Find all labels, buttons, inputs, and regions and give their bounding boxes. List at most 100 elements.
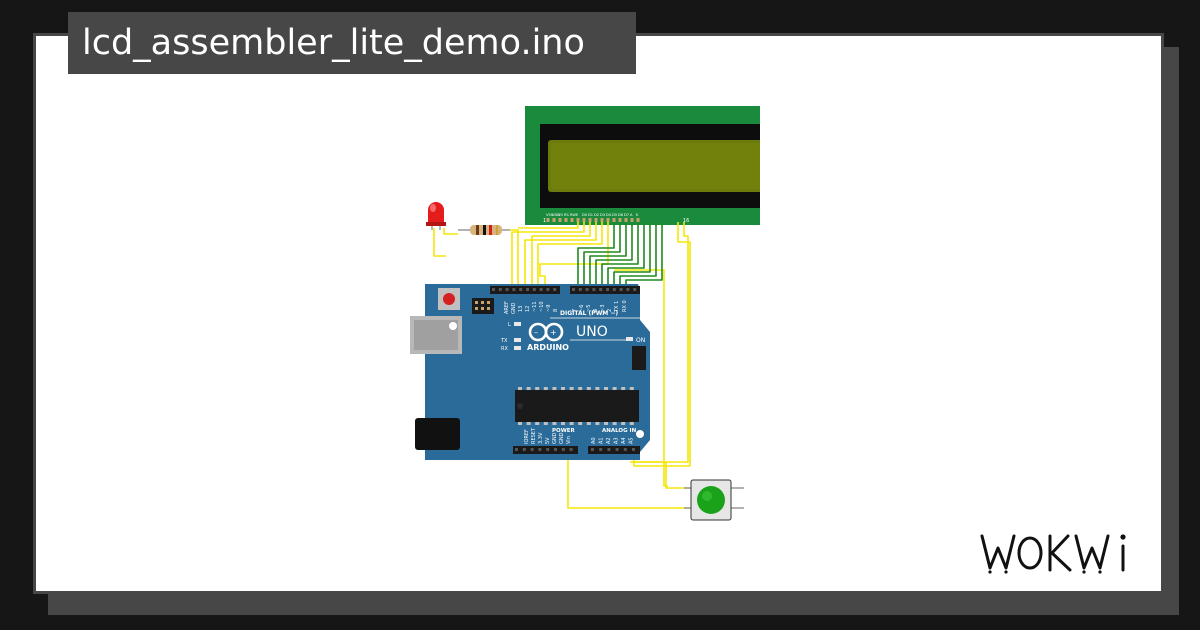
lcd-pin[interactable] (552, 218, 556, 222)
lcd-pin[interactable] (582, 218, 586, 222)
header-pin[interactable] (532, 288, 536, 291)
wires (433, 222, 691, 509)
chip-pin (569, 387, 574, 390)
header-pin[interactable] (599, 448, 603, 451)
header-pin[interactable] (572, 288, 575, 291)
power-pin-label: IOREF (524, 429, 530, 444)
lcd-pin[interactable] (588, 218, 592, 222)
header-pin[interactable] (512, 288, 516, 291)
digital-pin-label: 8 (553, 309, 559, 312)
chip-pin (578, 422, 583, 425)
lcd-pin-label: VDD (552, 213, 560, 217)
header-pin[interactable] (633, 288, 637, 291)
chip-pin (578, 387, 583, 390)
header-pin[interactable] (554, 448, 557, 451)
power-pin-label: 5V (545, 437, 551, 444)
chip-pin (543, 387, 548, 390)
header-pin[interactable] (505, 288, 509, 291)
push-button[interactable] (684, 479, 744, 521)
header-pin[interactable] (607, 448, 611, 451)
header-pin[interactable] (619, 288, 623, 291)
chip-pin (604, 387, 608, 390)
lcd-pin-label: D2 (594, 213, 599, 217)
header-pin[interactable] (553, 288, 557, 291)
tx-led (514, 338, 521, 342)
lcd-pin[interactable] (600, 218, 604, 222)
chip-pin (595, 422, 600, 425)
header-pin[interactable] (546, 288, 550, 291)
arduino-logo-text: ARDUINO (527, 343, 569, 352)
header-pin[interactable] (492, 288, 495, 291)
header-pin[interactable] (623, 448, 627, 451)
digital-pin-label: 2 (607, 309, 613, 312)
header-pin[interactable] (615, 448, 619, 451)
lcd-pin-label: E (576, 213, 579, 217)
analog-pin-label: A3 (614, 437, 620, 444)
lcd-pin-label: RS (564, 213, 569, 217)
lcd-pin[interactable] (558, 218, 562, 222)
lcd-pin[interactable] (570, 218, 574, 222)
digital-header-left (490, 286, 560, 294)
header-pin[interactable] (498, 288, 502, 291)
lcd-pin-label: D5 (612, 213, 617, 217)
header-pin[interactable] (526, 288, 529, 291)
digital-pin-label: ~9 (546, 305, 552, 312)
header-pin[interactable] (539, 288, 543, 291)
power-header (513, 446, 578, 454)
lcd-pin-label: D0 (582, 213, 588, 217)
atmega-chip (515, 390, 639, 422)
header-pin[interactable] (530, 448, 534, 451)
svg-text:+: + (550, 328, 557, 337)
digital-pin-label: ~3 (600, 305, 606, 312)
chip-pin (595, 387, 600, 390)
header-pin[interactable] (592, 288, 596, 291)
lcd-pin[interactable] (576, 218, 580, 222)
digital-label: DIGITAL (PWM ~) (560, 310, 618, 317)
header-pin[interactable] (546, 448, 550, 451)
lcd-pin[interactable] (624, 218, 628, 222)
analog-label: ANALOG IN (602, 428, 637, 434)
aref-label: AREF (504, 301, 510, 314)
arduino-infinity-logo (528, 322, 564, 342)
header-pin[interactable] (569, 448, 573, 451)
lcd-pin[interactable] (564, 218, 568, 222)
lcd-pin[interactable] (546, 218, 550, 222)
header-pin[interactable] (591, 448, 594, 451)
red-led[interactable] (426, 202, 446, 230)
header-pin[interactable] (612, 288, 616, 291)
header-pin[interactable] (578, 288, 582, 291)
lcd-pin[interactable] (636, 218, 640, 222)
lcd-pin[interactable] (606, 218, 610, 222)
lcd-pin[interactable] (594, 218, 598, 222)
header-pin[interactable] (585, 288, 589, 291)
lcd-pin[interactable] (612, 218, 616, 222)
resistor[interactable] (458, 225, 510, 235)
wokwi-logo (980, 534, 1126, 574)
lcd-pin-label: RW (570, 213, 576, 217)
reset-button (443, 293, 455, 305)
header-pin[interactable] (632, 448, 635, 451)
chip-pin (586, 387, 591, 390)
chip-pin (526, 422, 531, 425)
header-pin[interactable] (561, 448, 565, 451)
analog-pin-label: A4 (621, 437, 627, 444)
header-pin[interactable] (599, 288, 603, 291)
analog-pin-label: A5 (629, 437, 635, 444)
digital-pin-label: 4 (593, 309, 599, 312)
lcd-pin[interactable] (630, 218, 634, 222)
rx-led (514, 346, 521, 350)
lcd-pin[interactable] (618, 218, 622, 222)
header-pin[interactable] (519, 288, 523, 291)
header-pin[interactable] (606, 288, 609, 291)
lcd-pin-last: 16 (683, 218, 689, 224)
digital-pin-label: ~6 (579, 305, 585, 312)
header-pin[interactable] (626, 288, 630, 291)
header-pin[interactable] (515, 448, 518, 451)
chip-pin (621, 422, 626, 425)
chip-pin (526, 387, 531, 390)
header-pin[interactable] (522, 448, 526, 451)
header-pin[interactable] (538, 448, 542, 451)
